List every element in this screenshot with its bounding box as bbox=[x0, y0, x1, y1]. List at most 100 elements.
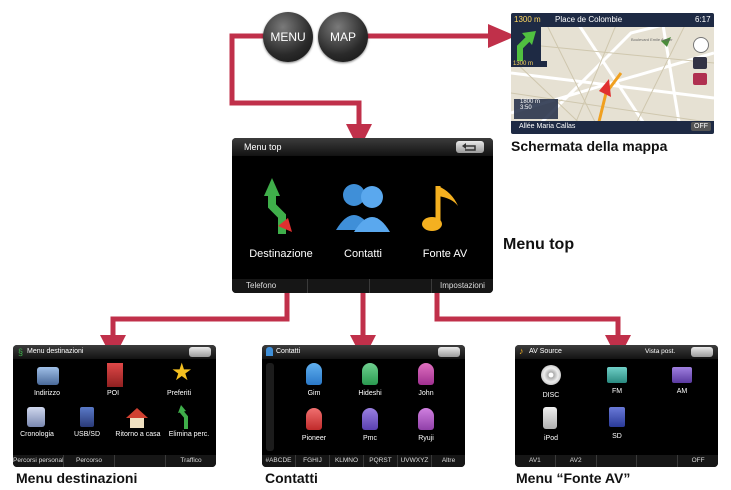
dest-item-address[interactable]: Indirizzo bbox=[33, 390, 61, 397]
dest-bottom-blank[interactable] bbox=[114, 455, 165, 467]
dest-back-button[interactable] bbox=[189, 347, 211, 357]
contacts-back-button[interactable] bbox=[438, 347, 460, 357]
top-item-destination[interactable]: Destinazione bbox=[249, 248, 313, 260]
sd-card-icon[interactable] bbox=[609, 407, 625, 427]
bottom-blank-1[interactable] bbox=[307, 279, 369, 293]
contacts-icon[interactable] bbox=[332, 180, 392, 232]
alpha-tab-4[interactable]: UVWXYZ bbox=[397, 455, 431, 467]
contact-name-3[interactable]: Pioneer bbox=[301, 435, 327, 442]
map-top-bar bbox=[511, 13, 714, 27]
dest-item-delete[interactable]: Elimina perc. bbox=[168, 431, 210, 438]
back-arrow-icon bbox=[462, 143, 476, 151]
menu-button[interactable]: MENU bbox=[263, 12, 313, 62]
caption-dest: Menu destinazioni bbox=[16, 470, 138, 486]
av-bottom-bar: AV1 AV2 OFF bbox=[515, 455, 718, 467]
bottom-blank-2[interactable] bbox=[369, 279, 431, 293]
map-street-bottom: Allée Maria Callas bbox=[519, 123, 576, 130]
contact-avatar-pioneer-icon[interactable] bbox=[306, 408, 322, 430]
av-bottom-av2[interactable]: AV2 bbox=[554, 455, 596, 467]
turn-arrow-icon bbox=[517, 31, 536, 63]
dest-item-favorites[interactable]: Preferiti bbox=[166, 390, 192, 397]
contact-avatar-pmc-icon[interactable] bbox=[362, 408, 378, 430]
av-bottom-blank-2[interactable] bbox=[636, 455, 677, 467]
compass-icon[interactable] bbox=[693, 37, 709, 53]
caption-map: Schermata della mappa bbox=[511, 138, 668, 154]
contacts-scrollbar[interactable] bbox=[266, 363, 274, 451]
map-distance-small: 1300 m bbox=[513, 61, 547, 67]
av-title-icon: ♪ bbox=[519, 346, 524, 356]
alpha-tab-5[interactable]: Altre bbox=[431, 455, 465, 467]
av-item-sd[interactable]: SD bbox=[612, 433, 622, 440]
contact-name-2[interactable]: John bbox=[418, 390, 434, 397]
av-screen: ♪ AV Source Vista post. DISC FM AM iPod … bbox=[515, 345, 718, 467]
top-menu-bottom-bar: Telefono Impostazioni bbox=[232, 279, 493, 293]
top-menu-titlebar: Menu top bbox=[232, 138, 493, 156]
contact-name-4[interactable]: Pmc bbox=[363, 435, 377, 442]
map-distance-top: 1300 m bbox=[514, 15, 541, 24]
dest-title-icon: § bbox=[18, 347, 24, 357]
ipod-icon[interactable] bbox=[543, 407, 557, 429]
av-item-am[interactable]: AM bbox=[676, 388, 688, 395]
dest-bottom-personal[interactable]: Percorsi personali bbox=[13, 457, 63, 464]
contact-name-0[interactable]: Gim bbox=[307, 390, 321, 397]
map-off-button[interactable]: OFF bbox=[691, 122, 711, 131]
av-item-ipod[interactable]: iPod bbox=[543, 435, 558, 442]
alpha-tab-0[interactable]: #ABCDE bbox=[265, 457, 292, 464]
bottom-telefono[interactable]: Telefono bbox=[246, 281, 277, 290]
alpha-tab-3[interactable]: PQRST bbox=[363, 455, 397, 467]
av-bottom-av1[interactable]: AV1 bbox=[528, 457, 541, 464]
contact-name-1[interactable]: Hideshi bbox=[358, 390, 382, 397]
delete-route-icon[interactable] bbox=[177, 405, 195, 429]
alpha-tab-1[interactable]: FGHIJ bbox=[295, 455, 329, 467]
vista-post-button[interactable]: Vista post. bbox=[645, 348, 676, 355]
top-item-av[interactable]: Fonte AV bbox=[422, 248, 468, 260]
destination-icon[interactable] bbox=[262, 176, 302, 236]
dest-bottom-route[interactable]: Percorso bbox=[63, 455, 114, 467]
dest-bottom-traffic[interactable]: Traffico bbox=[165, 455, 216, 467]
dest-bottom-bar: Percorsi personali Percorso Traffico bbox=[13, 455, 216, 467]
history-clock-icon[interactable] bbox=[27, 407, 45, 427]
arrowhead-top bbox=[346, 124, 372, 150]
map-right-icons bbox=[691, 35, 709, 95]
contact-avatar-john-icon[interactable] bbox=[418, 363, 434, 385]
dest-item-poi[interactable]: POI bbox=[106, 390, 120, 397]
arrow-top-to-dest bbox=[110, 280, 290, 337]
av-item-fm[interactable]: FM bbox=[611, 388, 623, 395]
alpha-tab-2[interactable]: KLMNO bbox=[329, 455, 363, 467]
zoom-icon[interactable] bbox=[693, 57, 707, 69]
home-icon[interactable] bbox=[125, 407, 149, 429]
caption-top: Menu top bbox=[503, 236, 575, 253]
arrow-top-to-av bbox=[434, 280, 621, 337]
contacts-bottom-bar: #ABCDE FGHIJ KLMNO PQRST UVWXYZ Altre bbox=[262, 455, 465, 467]
contact-avatar-gim-icon[interactable] bbox=[306, 363, 322, 385]
favorites-star-icon[interactable]: ★ bbox=[171, 359, 193, 386]
top-item-contacts[interactable]: Contatti bbox=[344, 248, 382, 260]
av-bottom-off[interactable]: OFF bbox=[677, 455, 718, 467]
dest-item-home[interactable]: Ritorno a casa bbox=[115, 431, 161, 438]
poi-icon[interactable] bbox=[693, 73, 707, 85]
contact-avatar-hideshi-icon[interactable] bbox=[362, 363, 378, 385]
address-icon[interactable] bbox=[37, 367, 59, 385]
dest-item-history[interactable]: Cronologia bbox=[20, 431, 54, 438]
av-back-button[interactable] bbox=[691, 347, 713, 357]
av-bottom-blank-1[interactable] bbox=[595, 455, 637, 467]
contacts-title-icon bbox=[266, 347, 273, 356]
bottom-impostazioni[interactable]: Impostazioni bbox=[431, 279, 493, 293]
dest-item-usbsd[interactable]: USB/SD bbox=[73, 431, 101, 438]
music-note-icon[interactable] bbox=[422, 178, 464, 238]
back-button[interactable] bbox=[456, 141, 484, 153]
usb-sd-icon[interactable] bbox=[80, 407, 94, 427]
arrow-menu-to-top bbox=[229, 33, 362, 125]
dest-titlebar: § Menu destinazioni bbox=[13, 345, 216, 359]
am-radio-icon[interactable] bbox=[672, 367, 692, 383]
top-menu-title: Menu top bbox=[244, 142, 282, 152]
av-item-disc[interactable]: DISC bbox=[542, 392, 560, 399]
poi-building-icon[interactable] bbox=[107, 363, 123, 387]
map-button[interactable]: MAP bbox=[318, 12, 368, 62]
disc-icon[interactable] bbox=[541, 365, 561, 385]
contact-avatar-ryuji-icon[interactable] bbox=[418, 408, 434, 430]
top-menu-screen: Menu top Destinazione Contatti Fonte AV … bbox=[232, 138, 493, 293]
fm-radio-icon[interactable] bbox=[607, 367, 627, 383]
contact-name-5[interactable]: Ryuji bbox=[418, 435, 434, 442]
